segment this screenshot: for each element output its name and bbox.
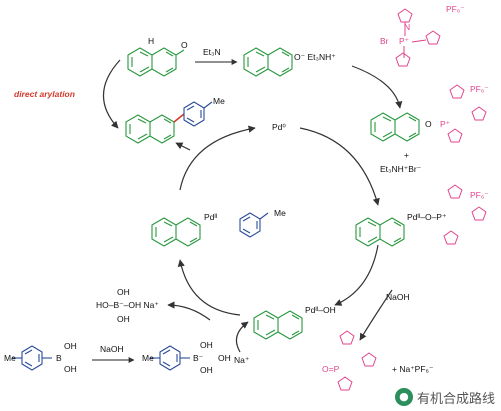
na-pf6-label: + Na⁺PF₆⁻ [392, 364, 434, 374]
boronic-oh-top: OH [64, 341, 77, 351]
b-label: B [56, 353, 62, 363]
cycle-arrow-reductive-elimination [179, 125, 256, 191]
cycle-arrow-transmetalation [177, 259, 241, 316]
et3nhbr-label: Et₃NH⁺Br⁻ [380, 164, 422, 174]
direct-arylation-label: direct arylation [14, 89, 75, 99]
wechat-icon: ● [394, 388, 413, 406]
cycle-arrow-ligand-exchange [334, 244, 379, 306]
quinoxalinone-molecule [127, 47, 185, 77]
carbonyl-o-label: O [181, 40, 188, 50]
me-label-boronic: Me [4, 353, 16, 363]
activation-arrow [351, 65, 403, 109]
pd0-label: Pd⁰ [272, 122, 286, 132]
br-label: Br [380, 36, 389, 46]
pf6-label-2: PF₆⁻ [470, 84, 489, 94]
nh-label: H [148, 36, 154, 46]
boronate-oh-right: OH [218, 353, 231, 363]
boronate-na-label: Na⁺ [234, 355, 250, 365]
boronate-oh-top: OH [200, 340, 213, 350]
watermark: ● 有机合成路线 [394, 387, 495, 407]
arylquinoxaline-product [125, 101, 213, 144]
pf6-label-1: PF₆⁻ [446, 4, 465, 14]
boronate-oh-bottom: OH [200, 365, 213, 375]
pd-o-p-label: Pdᴵᴵ–O–P⁺ [407, 212, 447, 222]
watermark-text: 有机合成路线 [416, 391, 495, 407]
borate-bottom-oh: OH [117, 314, 130, 324]
boronic-oh-bottom: OH [64, 364, 77, 374]
borate-release-arrow [167, 301, 211, 321]
b-minus-label: B⁻ [193, 353, 204, 363]
pd-oh-label: Pdᴵᴵ–OH [305, 305, 336, 315]
pybrop-reagent [395, 8, 441, 67]
quinoxalinolate-molecule [243, 47, 293, 77]
naoh-byproduct-arrow [359, 289, 393, 341]
et3n-label: Et₃N [203, 47, 221, 57]
borate-label: HO–B⁻–OH Na⁺ [96, 300, 159, 310]
me-label-product: Me [213, 96, 225, 106]
product-release-arrow [175, 142, 191, 151]
phosphoramide-byproduct [337, 330, 377, 391]
activated-quinoxaline [370, 112, 420, 142]
transmetalation-input-arrow [235, 321, 249, 353]
op-label: O=P [322, 364, 340, 374]
me-label-complex: Me [274, 208, 286, 218]
direct-arylation-arrow [102, 59, 121, 129]
borate-top-oh: OH [117, 287, 130, 297]
p-plus-label-2: P⁺ [440, 119, 451, 129]
aryl-pd-hydroxide-complex [253, 310, 303, 340]
o-label-activated: O [425, 119, 432, 129]
cycle-arrow-oxidative-addition [299, 127, 380, 206]
et3nh-salt-label: O⁻ Et₃NH⁺ [294, 52, 336, 62]
plus-sign-1: + [404, 150, 409, 160]
n-label-1: N [404, 22, 410, 32]
me-label-boronate: Me [142, 353, 154, 363]
naoh-label-bottom: NaOH [100, 344, 124, 354]
p-plus-label-1: P⁺ [399, 36, 410, 46]
pf6-label-3: PF₆⁻ [470, 190, 489, 200]
tolylboronate [150, 345, 190, 371]
aryl-pd-tolyl-complex [151, 212, 269, 247]
pd2-label-left: Pdᴵᴵ [204, 212, 217, 222]
naoh-label-right: NaOH [386, 292, 410, 302]
tolylboronic-acid [12, 345, 52, 371]
